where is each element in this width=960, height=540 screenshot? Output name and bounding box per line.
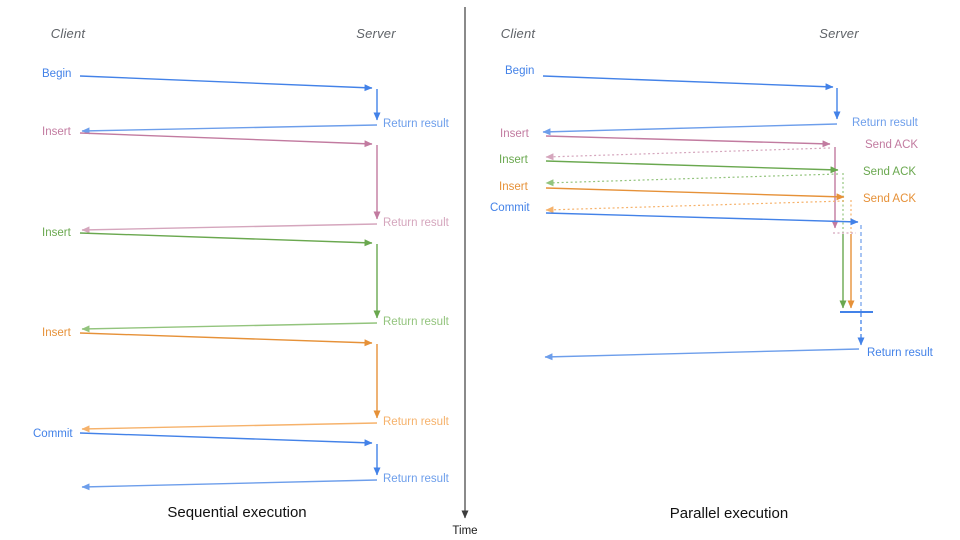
seq-return-line-0 [81, 124, 378, 135]
par-send-ack-line-1 [545, 173, 839, 187]
par-insert-request-line-0 [545, 135, 831, 148]
par-begin-request-line [542, 75, 834, 91]
seq-request-line-4 [79, 432, 373, 447]
time-axis-label: Time [452, 525, 477, 537]
par-send-ack-label-2: Send ACK [863, 193, 916, 205]
seq-return-result-label-0: Return result [383, 118, 450, 130]
seq-return-line-4 [81, 479, 378, 491]
seq-insert-label-2: Insert [42, 227, 72, 239]
sequential-title: Sequential execution [167, 504, 307, 521]
seq-request-line-0 [79, 75, 373, 92]
seq-return-result-label-4: Return result [383, 473, 450, 485]
par-return-result-label: Return result [867, 347, 934, 359]
par-send-ack-label-1: Send ACK [863, 166, 916, 178]
par-send-ack-label-0: Send ACK [865, 139, 918, 151]
seq-return-line-1 [81, 223, 378, 234]
seq-insert-label-1: Insert [42, 126, 72, 138]
par-begin-return-line [542, 123, 838, 136]
seq-request-line-2 [79, 232, 373, 247]
par-send-ack-line-2 [545, 200, 845, 214]
par-commit-label: Commit [490, 202, 530, 214]
par-insert-label-2: Insert [499, 181, 529, 193]
seq-return-result-label-1: Return result [383, 217, 450, 229]
par-commit-request-line [545, 212, 859, 226]
seq-request-line-3 [79, 332, 373, 347]
seq-return-result-label-3: Return result [383, 416, 450, 428]
par-send-ack-line-0 [545, 147, 831, 161]
par-begin-return-result-label: Return result [852, 117, 919, 129]
seq-commit-label-4: Commit [33, 428, 73, 440]
par-insert-label-0: Insert [500, 128, 530, 140]
seq-insert-label-3: Insert [42, 327, 72, 339]
par-insert-label-1: Insert [499, 154, 529, 166]
seq-begin-label-0: Begin [42, 68, 71, 80]
par-insert-request-line-2 [545, 187, 845, 201]
par-insert-request-line-1 [545, 160, 839, 174]
seq-request-line-1 [79, 132, 373, 148]
seq-return-line-3 [81, 422, 378, 433]
sequential-client-header: Client [50, 26, 86, 41]
sequential-server-header: Server [356, 26, 396, 41]
parallel-server-header: Server [819, 26, 859, 41]
par-begin-label: Begin [505, 65, 534, 77]
parallel-title: Parallel execution [669, 505, 789, 522]
par-return-line [544, 348, 860, 361]
parallel-client-header: Client [500, 26, 536, 41]
seq-return-line-2 [81, 322, 378, 333]
seq-return-result-label-2: Return result [383, 316, 450, 328]
